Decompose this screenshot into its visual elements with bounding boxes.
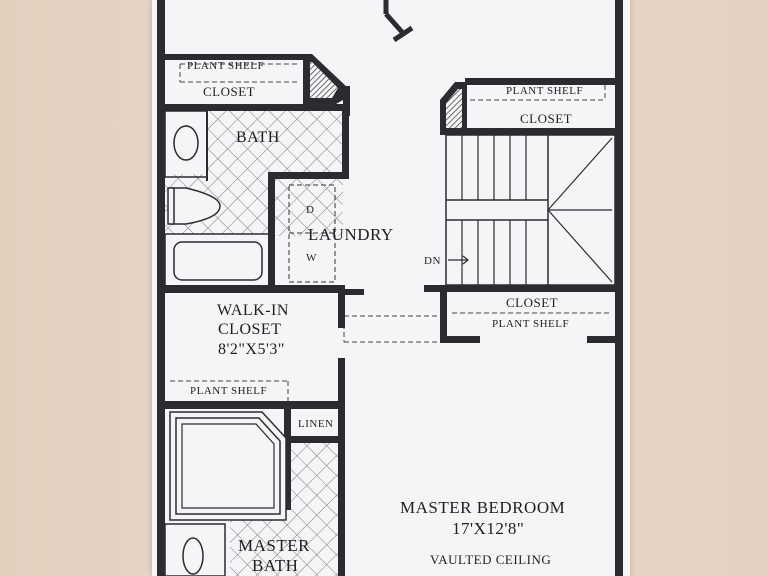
plant-shelf-label-top-left: PLANT SHELF — [187, 60, 265, 72]
master-bath-block — [164, 409, 345, 576]
linen-label: LINEN — [298, 418, 334, 430]
master-bedroom-label: MASTER BEDROOM — [400, 498, 566, 517]
walk-in-closet-label-2: CLOSET — [218, 321, 282, 338]
walk-in-closet-label: WALK-IN — [217, 302, 289, 319]
vaulted-ceiling-label: VAULTED CEILING — [430, 552, 552, 567]
laundry-label: LAUNDRY — [308, 225, 394, 244]
closet-label-top-right: CLOSET — [520, 111, 573, 126]
master-bath-label: MASTER — [238, 536, 310, 555]
door-top — [383, 0, 414, 43]
stair-closet-block — [343, 78, 616, 343]
plant-shelf-label-mid-right: PLANT SHELF — [492, 318, 570, 330]
plant-shelf-label-lower-left: PLANT SHELF — [190, 385, 268, 397]
walk-in-closet-size: 8'2"X5'3" — [218, 341, 285, 358]
walk-in-closet-block — [165, 293, 345, 409]
stair-down-label: DN — [424, 255, 441, 267]
bath-room — [164, 110, 349, 292]
master-bath-label-2: BATH — [252, 556, 299, 575]
top-left-closet — [165, 54, 350, 116]
closet-label-mid-right: CLOSET — [506, 295, 559, 310]
dryer-label: D — [306, 204, 315, 216]
plant-shelf-label-top-right: PLANT SHELF — [506, 85, 584, 97]
washer-label: W — [306, 252, 317, 264]
exterior-walls — [157, 0, 623, 576]
closet-label-top-left: CLOSET — [203, 84, 256, 99]
bath-label: BATH — [236, 129, 280, 146]
laundry-room — [165, 184, 364, 295]
master-bedroom-size: 17'X12'8" — [452, 519, 525, 538]
